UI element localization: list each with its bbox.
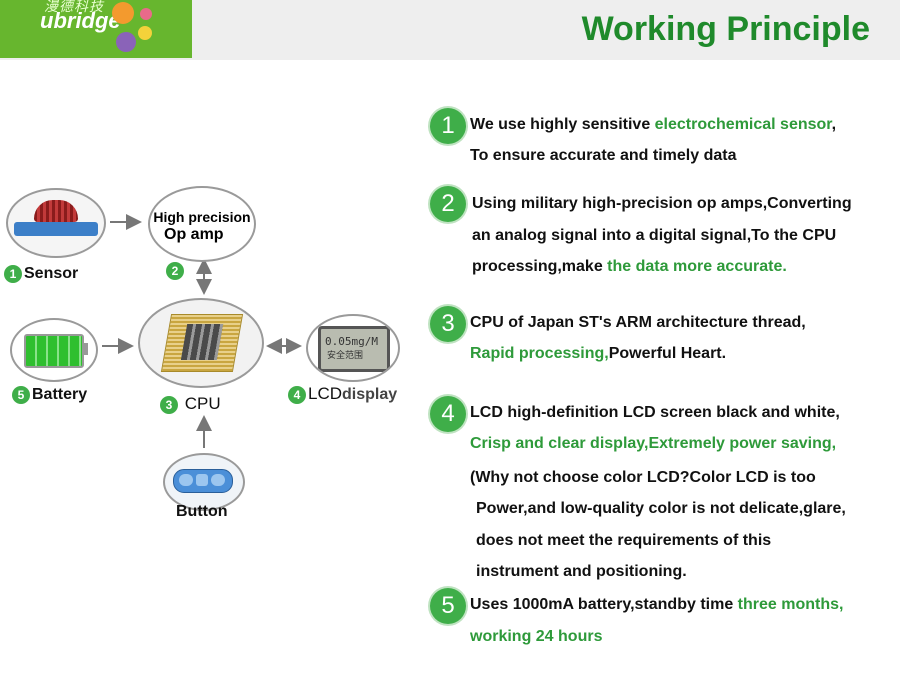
step-3-line-2: Rapid processing,Powerful Heart. — [470, 345, 726, 363]
battery-body — [24, 334, 84, 368]
company-logo: 漫德科技 ubridge — [0, 0, 192, 58]
opamp-label-line2: Op amp — [164, 226, 224, 243]
step-1-line-1: We use highly sensitive electrochemical … — [470, 116, 836, 134]
logo-dot-purple — [116, 32, 136, 52]
page-title: Working Principle — [581, 10, 870, 48]
logo-dot-yellow — [138, 26, 152, 40]
step-1-number: 1 — [430, 108, 466, 144]
step-5-number: 5 — [430, 588, 466, 624]
step-5-line-2: working 24 hours — [470, 628, 603, 645]
opamp-label-line1: High precision — [153, 209, 251, 225]
step-2-highlight: the data more accurate. — [607, 258, 787, 275]
cpu-label-text: CPU — [184, 394, 221, 413]
step-2-line-1: Using military high-precision op amps,Co… — [472, 195, 852, 212]
logo-chinese-text: 漫德科技 — [44, 0, 104, 14]
battery-image — [10, 318, 98, 382]
lcd-image: 0.05mg/M 安全范围 — [306, 314, 400, 382]
battery-number-badge: 5 — [12, 386, 30, 404]
step-1-highlight: electrochemical sensor — [654, 116, 832, 133]
step-3-number: 3 — [430, 306, 466, 342]
step-3-text-b: Powerful Heart. — [608, 345, 727, 362]
step-1-line-2: To ensure accurate and timely data — [470, 147, 737, 164]
sensor-number-badge: 1 — [4, 265, 22, 283]
step-4-line-4: Power,and low-quality color is not delic… — [476, 500, 846, 517]
step-4-line-6: instrument and positioning. — [476, 563, 687, 580]
button-key-left — [179, 474, 193, 486]
button-key-middle — [196, 474, 208, 486]
step-3-highlight: Rapid processing, — [470, 345, 609, 362]
logo-dot-pink — [140, 8, 152, 20]
step-5-line-1: Uses 1000mA battery,standby time three m… — [470, 596, 843, 614]
sensor-base — [14, 222, 98, 236]
opamp-node: High precision Op amp — [148, 186, 256, 262]
step-2-line-2: an analog signal into a digital signal,T… — [472, 227, 837, 244]
lcd-label-suffix: display — [342, 386, 398, 403]
sensor-label-text: Sensor — [24, 265, 79, 283]
step-5-text-a: Uses 1000mA battery,standby time — [470, 596, 738, 613]
battery-label-text: Battery — [32, 386, 88, 404]
battery-tip — [83, 343, 88, 355]
step-2-number: 2 — [430, 186, 466, 222]
button-image — [163, 453, 245, 511]
step-2-text-a: processing,make — [472, 258, 608, 275]
cpu-label: 3 CPU — [160, 394, 221, 414]
opamp-number-badge: 2 — [166, 262, 184, 280]
lcd-screen: 0.05mg/M 安全范围 — [318, 326, 390, 372]
step-3-line-1: CPU of Japan ST's ARM architecture threa… — [470, 314, 806, 331]
step-1-text-c: , — [831, 116, 837, 133]
lcd-screen-reading: 0.05mg/M — [325, 335, 378, 348]
cpu-image — [138, 298, 264, 388]
step-4-number: 4 — [430, 396, 466, 432]
cpu-number-badge: 3 — [160, 395, 178, 414]
step-5-highlight: three months, — [737, 596, 844, 613]
button-label: Button — [176, 503, 228, 520]
lcd-screen-status: 安全范围 — [327, 351, 364, 361]
logo-dot-orange — [112, 2, 134, 24]
step-4-line-2: Crisp and clear display,Extremely power … — [470, 435, 837, 452]
cpu-die — [180, 324, 224, 360]
sensor-image — [6, 188, 106, 258]
lcd-number-badge: 4 — [288, 385, 306, 404]
logo-text: ubridge — [40, 8, 121, 33]
header-bar: 漫德科技 ubridge Working Principle — [0, 0, 900, 60]
step-2-line-3: processing,make the data more accurate. — [472, 258, 787, 276]
lcd-label-prefix: LCD — [308, 384, 343, 403]
sensor-coil — [34, 200, 78, 222]
diagram-arrows — [102, 214, 302, 448]
step-4-line-1: LCD high-definition LCD screen black and… — [470, 404, 840, 421]
button-key-right — [211, 474, 225, 486]
step-4-line-5: does not meet the requirements of this — [476, 532, 772, 549]
step-1-text-a: We use highly sensitive — [470, 116, 655, 133]
step-4-line-3: (Why not choose color LCD?Color LCD is t… — [470, 469, 816, 486]
